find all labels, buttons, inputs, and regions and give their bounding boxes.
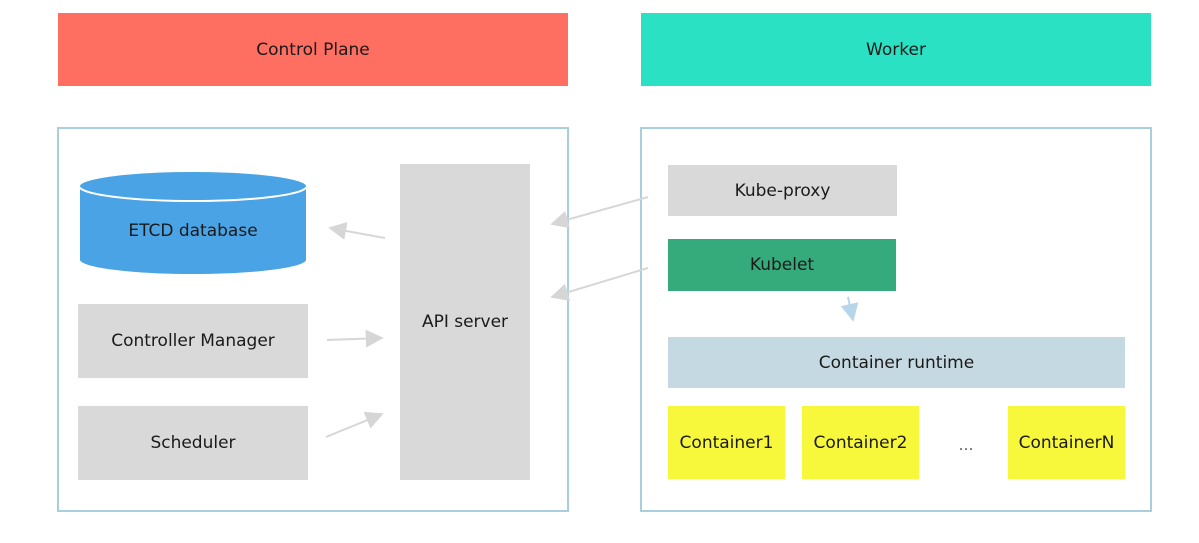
scheduler-box: Scheduler [78,406,308,480]
controller-manager-box: Controller Manager [78,304,308,378]
worker-header: Worker [641,13,1151,86]
control-plane-header: Control Plane [58,13,568,86]
container-box-2: Container2 [802,406,919,479]
container-box-n: ContainerN [1008,406,1125,479]
etcd-database-cylinder [78,170,308,276]
arrow-scheduler-to-api [325,411,384,438]
containers-ellipsis: … [958,436,974,454]
kubelet-box: Kubelet [668,239,896,291]
worker-panel [640,127,1152,512]
container-runtime-box: Container runtime [668,337,1125,388]
kube-proxy-box: Kube-proxy [668,165,897,216]
arrow-controller-to-api [326,329,384,348]
arrow-kubelet-to-runtime [840,296,859,322]
api-server-box: API server [400,164,530,480]
arrow-kubeproxy-to-api [550,196,649,229]
arrow-kubelet-to-api [550,267,649,301]
arrow-api-to-etcd [328,222,386,240]
control-plane-panel [57,127,569,512]
container-box-1: Container1 [668,406,785,479]
etcd-database-label: ETCD database [128,221,258,241]
